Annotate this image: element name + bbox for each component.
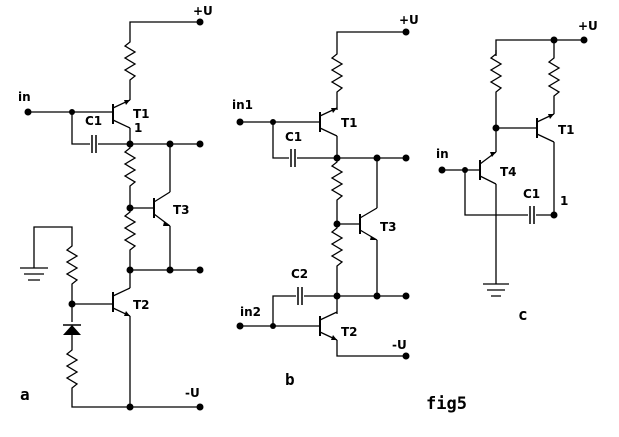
ground-symbol-c xyxy=(483,283,509,297)
label-pos-c: +U xyxy=(578,19,598,33)
node xyxy=(166,266,174,274)
wire xyxy=(71,112,130,145)
label-t1-c: T1 xyxy=(558,123,575,137)
terminal-out2-a[interactable] xyxy=(196,266,204,274)
terminal-pos-c[interactable] xyxy=(580,36,588,44)
node xyxy=(373,292,381,300)
transistor-t1-c xyxy=(536,113,555,143)
transistor-t2-a xyxy=(112,287,131,317)
capacitor-c2-b xyxy=(297,286,303,306)
ground-symbol-a xyxy=(20,267,48,281)
label-pos-a: +U xyxy=(193,4,213,18)
capacitor-c1-c xyxy=(529,205,535,225)
terminal-pos-a[interactable] xyxy=(196,18,204,26)
wire xyxy=(33,226,73,268)
resistor-b-top xyxy=(331,49,343,97)
panel-letter-b: b xyxy=(285,370,295,389)
supply-rail-pos-c xyxy=(495,39,584,56)
label-t2-a: T2 xyxy=(133,298,150,312)
label-t1-a: T1 xyxy=(133,107,150,121)
node xyxy=(270,323,276,329)
resistor-c-right xyxy=(548,53,560,101)
label-node1-a: 1 xyxy=(134,121,142,135)
transistor-t2-b xyxy=(319,311,338,341)
circuit-c: +U in T1 T4 C1 1 c xyxy=(436,19,598,324)
label-neg-b: -U xyxy=(392,338,407,352)
resistor-c-left xyxy=(490,49,502,97)
capacitor-c1-a xyxy=(91,134,97,154)
resistor-b-mid1 xyxy=(331,157,343,205)
label-in1-b: in1 xyxy=(232,98,253,112)
terminal-out-b[interactable] xyxy=(402,154,410,162)
panel-letter-c: c xyxy=(518,305,528,324)
label-t2-b: T2 xyxy=(341,325,358,339)
supply-rail-pos-a xyxy=(129,21,200,38)
resistor-a-bias1 xyxy=(66,241,78,289)
terminal-out2-b[interactable] xyxy=(402,292,410,300)
wire xyxy=(336,340,406,357)
label-c2-b: C2 xyxy=(291,267,308,281)
label-t3-a: T3 xyxy=(173,203,190,217)
label-node1-c: 1 xyxy=(560,194,568,208)
circuit-b: +U in1 C1 T1 T3 C2 in2 T2 -U b xyxy=(232,13,419,389)
wire xyxy=(272,122,337,159)
resistor-b-mid2 xyxy=(331,223,343,271)
label-c1-a: C1 xyxy=(85,114,102,128)
label-pos-b: +U xyxy=(399,13,419,27)
node xyxy=(126,403,134,411)
terminal-out-a[interactable] xyxy=(196,140,204,148)
resistor-a-mid2 xyxy=(124,207,136,255)
label-c1-b: C1 xyxy=(285,130,302,144)
wire xyxy=(464,170,554,216)
terminal-neg-a[interactable] xyxy=(196,403,204,411)
wire xyxy=(71,392,200,408)
transistor-t3-a xyxy=(153,191,171,227)
wire xyxy=(272,295,337,326)
terminal-pos-b[interactable] xyxy=(402,28,410,36)
figure-label: fig5 xyxy=(426,394,467,414)
supply-rail-pos-b xyxy=(336,31,406,50)
circuit-a: +U in C1 T1 1 T3 T2 -U a xyxy=(18,4,213,411)
transistor-t3-b xyxy=(359,207,378,241)
resistor-a-mid1 xyxy=(124,143,136,191)
terminal-neg-b[interactable] xyxy=(402,352,410,360)
label-in-c: in xyxy=(436,147,449,161)
label-in-a: in xyxy=(18,90,31,104)
label-in2-b: in2 xyxy=(240,305,261,319)
capacitor-c1-b xyxy=(290,148,296,168)
panel-letter-a: a xyxy=(20,385,30,404)
transistor-t4-c xyxy=(479,151,497,185)
transistor-t1-a xyxy=(112,99,131,129)
label-c1-c: C1 xyxy=(523,187,540,201)
label-t4-c: T4 xyxy=(500,165,517,179)
transistor-t1-b xyxy=(319,107,338,137)
resistor-a-top xyxy=(124,37,136,85)
diode-a xyxy=(63,304,81,346)
label-neg-a: -U xyxy=(185,386,200,400)
label-t1-b: T1 xyxy=(341,116,358,130)
label-t3-b: T3 xyxy=(380,220,397,234)
resistor-a-bias2 xyxy=(66,345,78,393)
